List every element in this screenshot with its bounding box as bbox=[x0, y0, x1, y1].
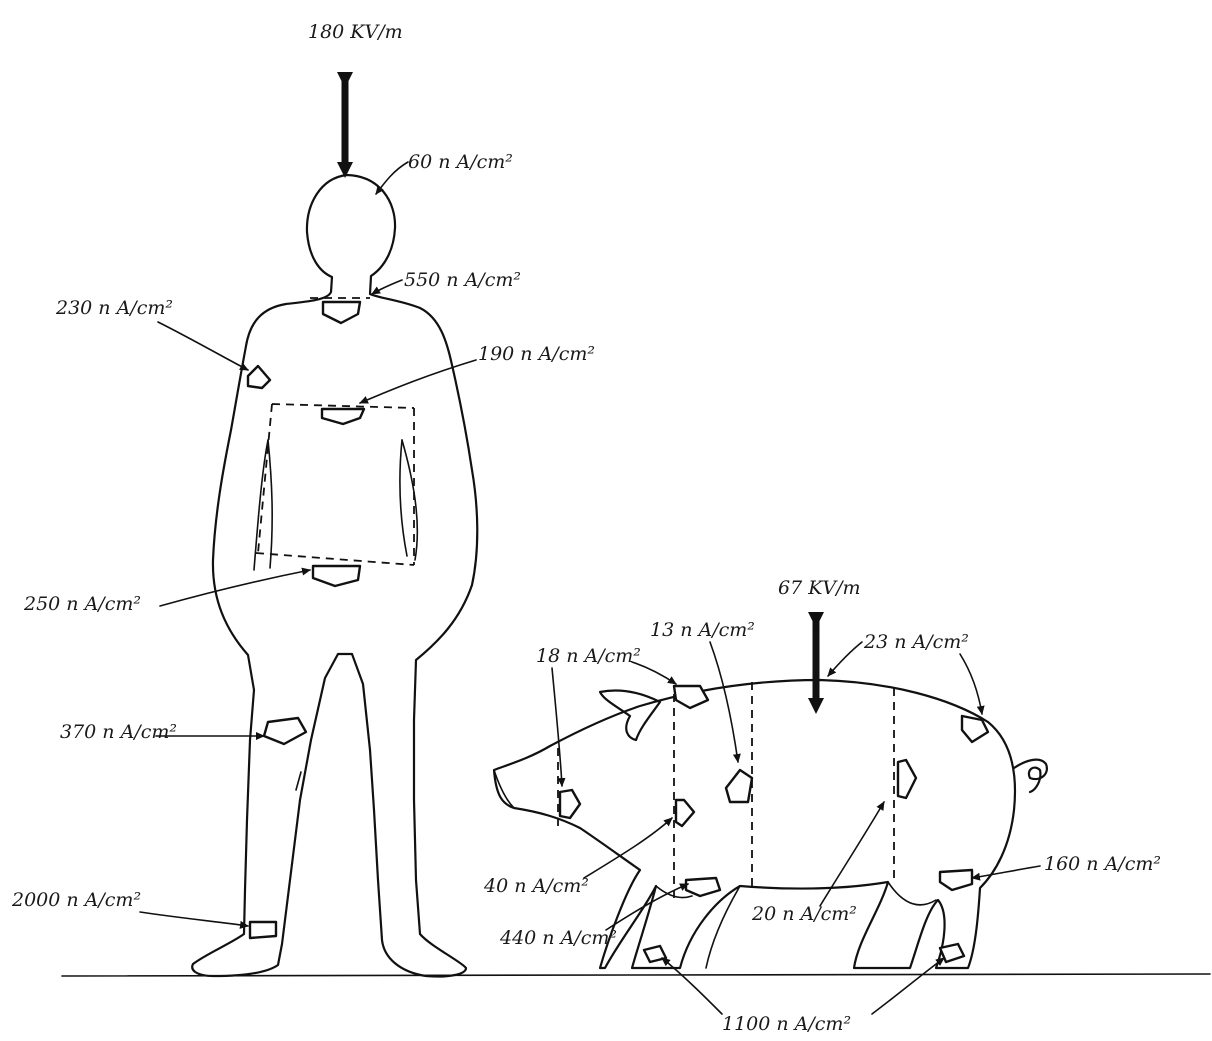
leader-ankle bbox=[140, 912, 248, 926]
human-label-ankle: 2000 n A/cm² bbox=[11, 889, 141, 911]
leader-groin bbox=[160, 570, 310, 606]
leader-pig-hooves-left bbox=[662, 958, 722, 1014]
human-label-chest: 190 n A/cm² bbox=[478, 343, 595, 365]
pig-label-snout: 18 n A/cm² bbox=[536, 645, 641, 667]
human-label-arm: 230 n A/cm² bbox=[55, 297, 173, 319]
human-label-neck: 550 n A/cm² bbox=[404, 269, 521, 291]
pig-field-label: 67 KV/m bbox=[778, 577, 861, 599]
leader-pig-chest bbox=[584, 818, 672, 878]
leader-pig-hooves-right bbox=[872, 958, 944, 1014]
human-label-knee: 370 n A/cm² bbox=[60, 721, 177, 743]
pig-label-front-leg: 440 n A/cm² bbox=[499, 927, 617, 949]
leader-pig-shoulder-top bbox=[710, 642, 738, 762]
pig-label-chest: 40 n A/cm² bbox=[483, 875, 589, 897]
leader-pig-rump-right bbox=[960, 654, 982, 714]
pig-label-belly: 20 n A/cm² bbox=[751, 903, 857, 925]
human-label-groin: 250 n A/cm² bbox=[23, 593, 141, 615]
pig-label-hooves: 1100 n A/cm² bbox=[722, 1013, 851, 1035]
human-field-label: 180 KV/m bbox=[308, 21, 403, 43]
leader-pig-hind-leg bbox=[972, 866, 1040, 878]
human-figure bbox=[192, 175, 477, 977]
leader-pig-snout bbox=[552, 668, 562, 786]
leader-pig-front-leg bbox=[606, 884, 688, 930]
pig-label-rump-top: 23 n A/cm² bbox=[863, 631, 969, 653]
leader-pig-belly bbox=[820, 802, 884, 906]
leader-arm bbox=[158, 322, 248, 370]
leader-pig-rump-top bbox=[828, 642, 862, 676]
pig-label-hind-leg: 160 n A/cm² bbox=[1044, 853, 1161, 875]
leader-neck bbox=[372, 280, 402, 294]
human-label-head: 60 n A/cm² bbox=[408, 151, 513, 173]
pig-label-shoulder-top: 13 n A/cm² bbox=[650, 619, 755, 641]
